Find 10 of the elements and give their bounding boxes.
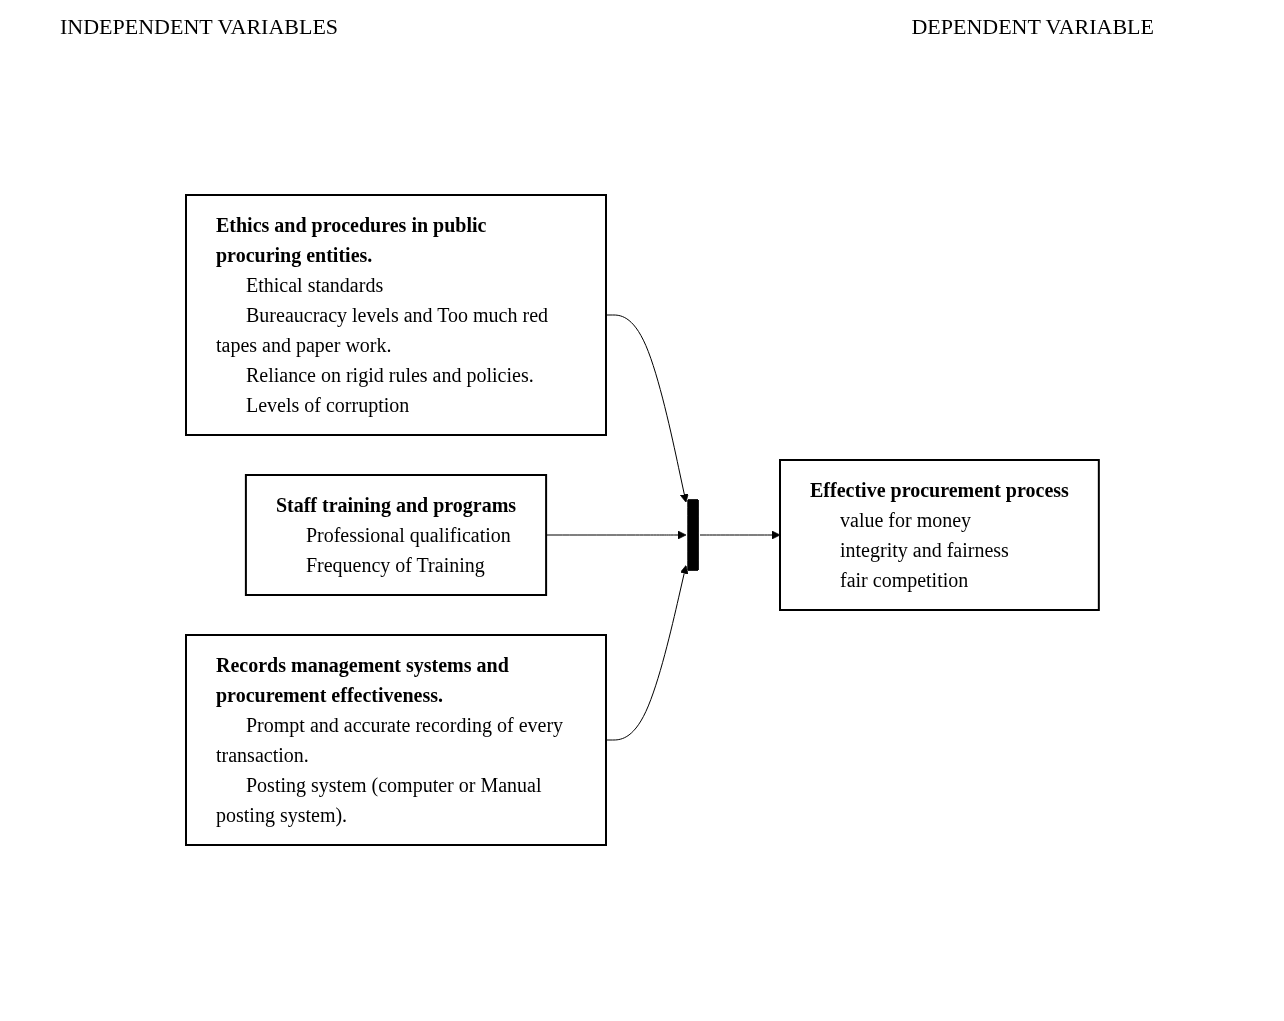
node-box: Effective procurement process value for money integrity and fairness fair competition [778, 459, 1100, 611]
arrow [699, 530, 780, 540]
node-box: Staff training and programs Professional qualification Frequency of Training [244, 474, 547, 596]
arrow [545, 530, 686, 540]
node-box: Ethics and procedures in public procuring entities. Ethical standards Bureaucracy levels and Too much red tapes and paper work. Reliance on rigid rules and policies. Levels of corruption [184, 194, 607, 436]
column-heading: DEPENDENT VARIABLE [911, 14, 1154, 40]
node-box: Records management systems and procurement effectiveness. Prompt and accurate recording of every transaction. Posting system (computer or Manual posting system). [184, 634, 607, 846]
arrow [605, 565, 689, 741]
arrow [605, 314, 689, 503]
column-heading: INDEPENDENT VARIABLES [60, 14, 339, 40]
